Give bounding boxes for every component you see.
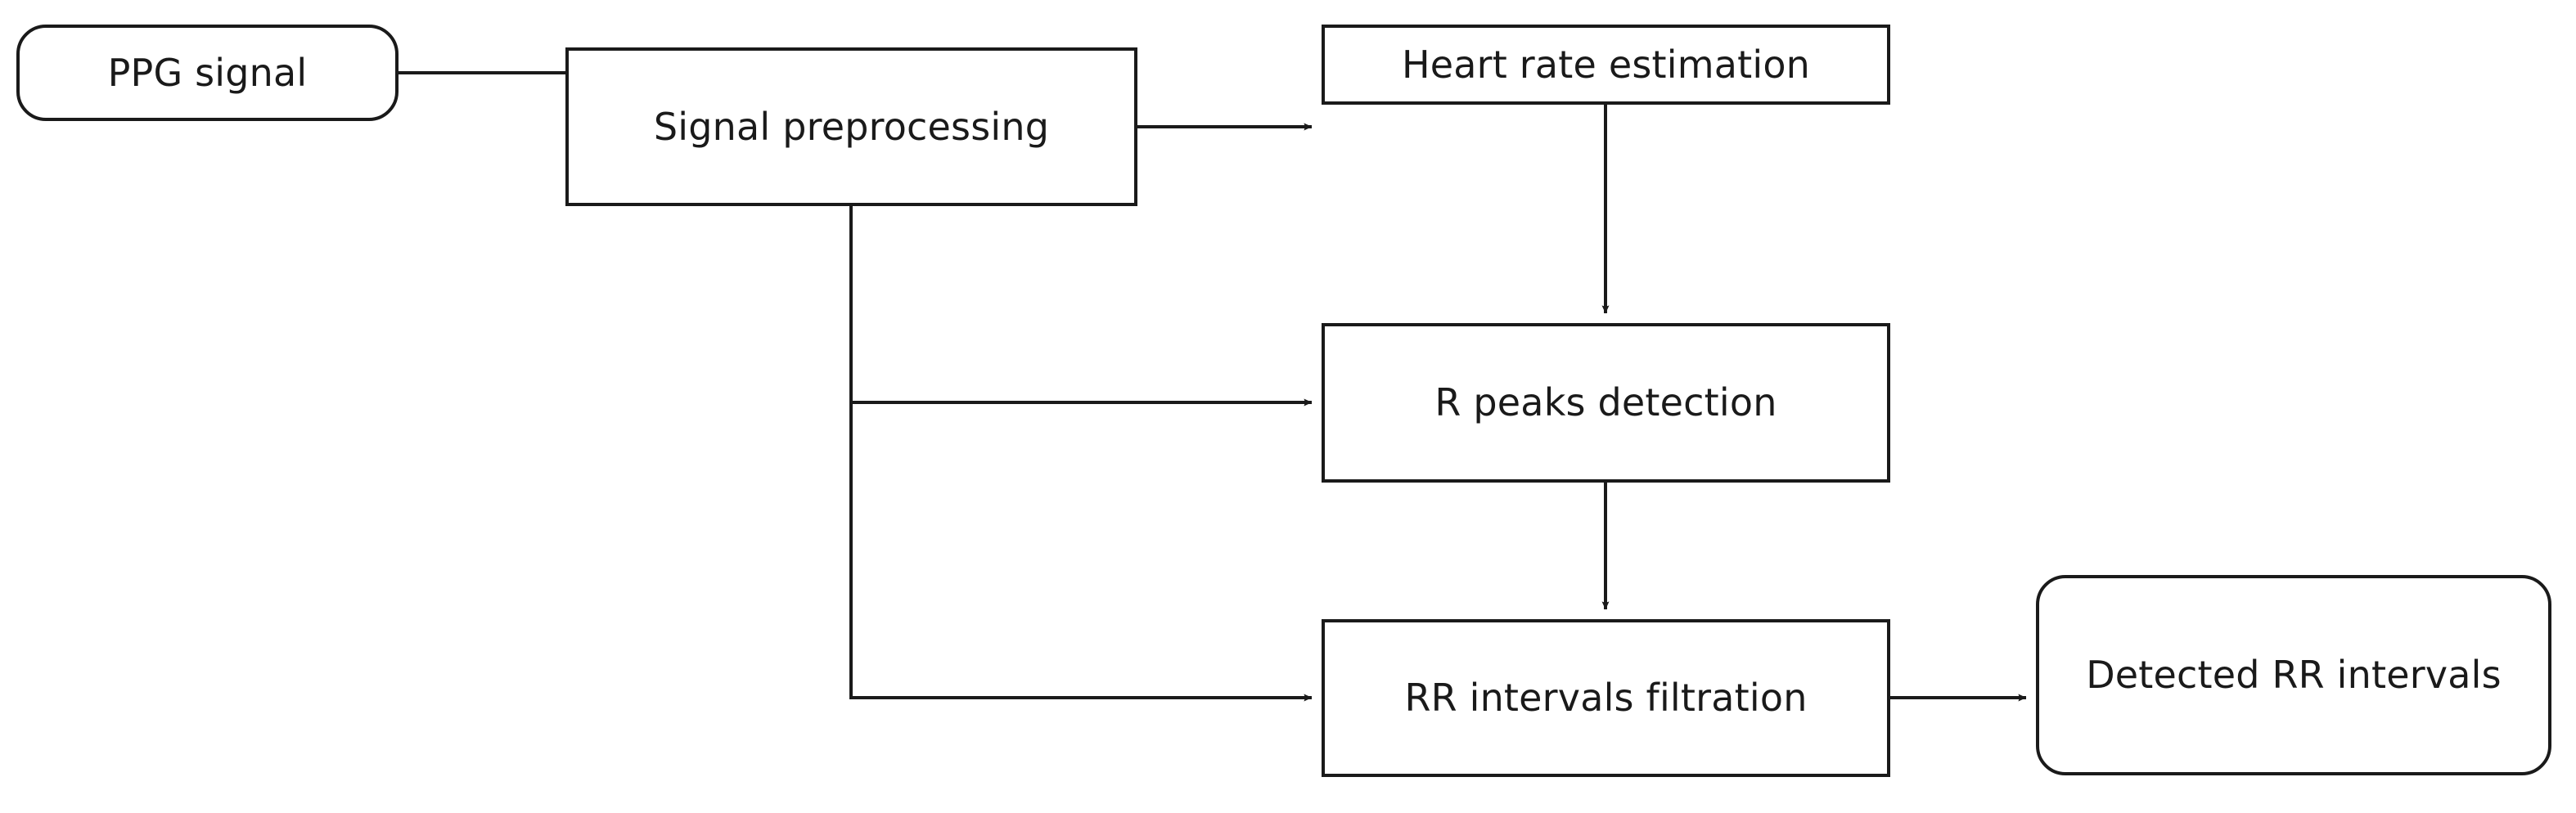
- node-label-detected-rr-intervals: Detected RR intervals: [2086, 653, 2502, 698]
- node-label-rr-intervals-filtration: RR intervals filtration: [1404, 676, 1808, 721]
- node-detected-rr-intervals[interactable]: Detected RR intervals: [2036, 575, 2551, 775]
- node-rr-intervals-filtration[interactable]: RR intervals filtration: [1322, 619, 1890, 777]
- node-label-r-peaks-detection: R peaks detection: [1434, 380, 1777, 425]
- edge-preprocessing-to-r-peaks: [849, 206, 1313, 406]
- node-label-signal-preprocessing: Signal preprocessing: [653, 104, 1050, 149]
- node-ppg-signal[interactable]: PPG signal: [16, 25, 399, 121]
- node-signal-preprocessing[interactable]: Signal preprocessing: [565, 47, 1137, 206]
- node-r-peaks-detection[interactable]: R peaks detection: [1322, 323, 1890, 483]
- node-label-heart-rate-estimation: Heart rate estimation: [1401, 42, 1811, 87]
- node-label-ppg-signal: PPG signal: [107, 50, 308, 95]
- node-heart-rate-estimation[interactable]: Heart rate estimation: [1322, 25, 1890, 105]
- edge-preprocessing-to-rr-filtration: [849, 206, 1313, 702]
